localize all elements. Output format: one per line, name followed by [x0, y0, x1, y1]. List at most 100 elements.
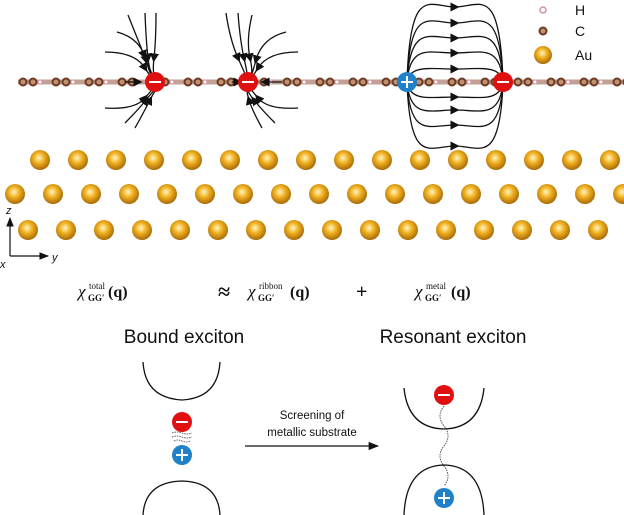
gold-atom: [474, 220, 494, 240]
carbon-atom: [84, 77, 94, 87]
carbon-atom: [315, 77, 325, 87]
gold-atom: [499, 184, 519, 204]
gold-atom: [258, 150, 278, 170]
gold-atom: [600, 150, 620, 170]
gold-atom: [220, 150, 240, 170]
gold-atom: [524, 150, 544, 170]
conduction-band: [142, 361, 221, 401]
gold-atom: [56, 220, 76, 240]
gold-atom: [372, 150, 392, 170]
screening-arrow: Screening of metallic substrate: [245, 410, 380, 451]
gold-atom: [284, 220, 304, 240]
axis-y-label: y: [51, 252, 59, 264]
gold-atom: [423, 184, 443, 204]
electron-charge-3: [493, 72, 513, 92]
dipole-field-line: [406, 33, 504, 83]
graphene-ribbon: [18, 77, 624, 87]
carbon-atom: [292, 77, 302, 87]
gold-atom: [18, 220, 38, 240]
gold-atom: [271, 184, 291, 204]
coordinate-axes: z y x: [0, 205, 59, 271]
gold-atom: [233, 184, 253, 204]
carbon-atom: [523, 77, 533, 87]
dipole-field-line: [406, 81, 504, 130]
chi-subscript: GG′: [258, 293, 275, 303]
gold-atom: [246, 220, 266, 240]
gold-atom: [486, 150, 506, 170]
hydrogen-atom: [169, 79, 175, 85]
field-line: [237, 12, 248, 77]
carbon-atom: [358, 77, 368, 87]
bound-exciton-diagram: [142, 361, 221, 515]
dipole-field-line: [406, 81, 504, 102]
chi-metal: χ GG′ metal (q): [413, 281, 471, 303]
chi-superscript-metal: metal: [426, 281, 446, 291]
carbon-atom: [216, 77, 226, 87]
carbon-atom: [94, 77, 104, 87]
bound-exciton-label: Bound exciton: [124, 327, 244, 348]
gold-atom: [613, 184, 624, 204]
field-line: [104, 51, 155, 81]
gold-atom: [562, 150, 582, 170]
carbon-atom: [589, 77, 599, 87]
arrow-label-line1: Screening of: [280, 410, 345, 422]
field-line: [244, 14, 254, 77]
carbon-atom: [513, 77, 523, 87]
gold-atom: [157, 184, 177, 204]
field-line: [225, 12, 247, 77]
dipole-field-line: [406, 64, 504, 83]
atom-legend: H C Au: [534, 2, 592, 64]
valence-band: [403, 464, 485, 515]
chi-ribbon: χ GG′ ribbon (q): [246, 281, 310, 303]
gold-atom: [512, 220, 532, 240]
gold-atom: [322, 220, 342, 240]
hydrogen-atom: [466, 79, 472, 85]
carbon-atom: [61, 77, 71, 87]
gold-atom: [448, 150, 468, 170]
gold-atom: [208, 220, 228, 240]
gold-atom: [195, 184, 215, 204]
hydrogen-legend-icon: [539, 6, 547, 14]
carbon-atom: [348, 77, 358, 87]
gold-atom: [575, 184, 595, 204]
chi-superscript-total: total: [89, 281, 105, 291]
carbon-atom: [457, 77, 467, 87]
gold-atom: [81, 184, 101, 204]
carbon-atom: [183, 77, 193, 87]
hydrogen-atom: [598, 79, 604, 85]
chi-subscript: GG′: [88, 293, 105, 303]
chi-argument: (q): [108, 284, 128, 301]
approx-sign: ≈: [218, 279, 230, 304]
carbon-atom: [381, 77, 391, 87]
carbon-atom: [325, 77, 335, 87]
gold-atom: [410, 150, 430, 170]
gold-substrate: [5, 150, 624, 240]
arrow-label-line2: metallic substrate: [267, 427, 356, 439]
field-lines-left: [104, 12, 299, 129]
carbon-atom: [28, 77, 38, 87]
legend-c: C: [575, 23, 585, 39]
gold-atom: [360, 220, 380, 240]
legend-au: Au: [575, 47, 592, 63]
carbon-atom: [424, 77, 434, 87]
electron-charge-1: [145, 72, 165, 92]
dipole-field-line: [406, 48, 504, 83]
carbon-atom: [117, 77, 127, 87]
field-line: [149, 12, 160, 77]
field-line: [249, 87, 299, 109]
chi-argument: (q): [451, 284, 471, 301]
hydrogen-atom: [202, 79, 208, 85]
binding-spring: [439, 405, 449, 487]
gold-atom: [106, 150, 126, 170]
hydrogen-atom: [433, 79, 439, 85]
gold-atom: [170, 220, 190, 240]
carbon-atom: [579, 77, 589, 87]
susceptibility-formula: χ GG′ total (q) ≈ χ GG′ ribbon (q) + χ G…: [76, 279, 471, 304]
carbon-atom: [18, 77, 28, 87]
carbon-legend-icon: [538, 26, 548, 36]
gold-atom: [334, 150, 354, 170]
legend-h: H: [575, 2, 585, 18]
gold-legend-icon: [534, 46, 552, 64]
gold-atom: [119, 184, 139, 204]
